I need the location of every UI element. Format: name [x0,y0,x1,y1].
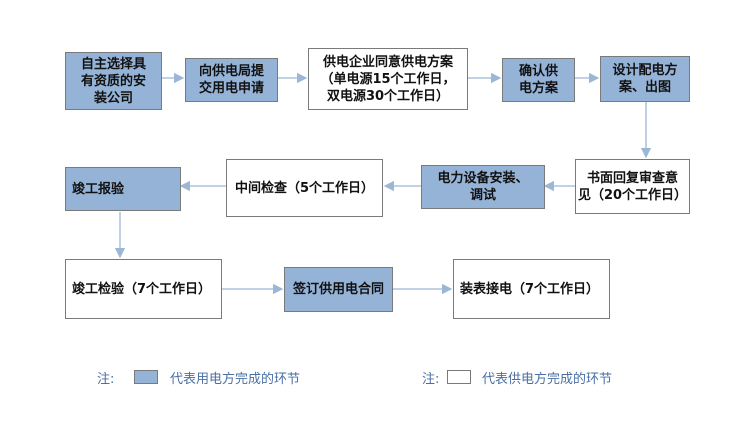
step-supplier-approve-plan: 供电企业同意供电方案 （单电源15个工作日， 双电源30个工作日） [308,48,468,110]
step-equipment-install: 电力设备安装、 调试 [421,165,545,209]
step-submit-application: 向供电局提 交用电申请 [185,58,278,102]
step-completion-report: 竣工报验 [65,167,181,211]
step-confirm-plan: 确认供 电方案 [502,58,575,102]
step-sign-contract: 签订供用电合同 [284,267,393,312]
legend-white-text: 代表供电方完成的环节 [482,372,613,387]
step-completion-inspection: 竣工检验（7个工作日） [65,259,222,319]
step-review-reply: 书面回复审查意 见（20个工作日） [575,159,690,214]
legend-blue-text: 代表用电方完成的环节 [170,372,301,387]
legend-white-swatch [447,370,471,384]
legend-note-label-2: 注: [422,372,440,387]
step-design-drawing: 设计配电方 案、出图 [600,56,690,102]
step-choose-installer: 自主选择具 有资质的安 装公司 [65,52,162,110]
step-meter-connection: 装表接电（7个工作日） [453,259,610,319]
step-intermediate-inspection: 中间检查（5个工作日） [226,159,383,217]
legend-blue-swatch [134,370,158,384]
legend-note-label-1: 注: [97,372,115,387]
